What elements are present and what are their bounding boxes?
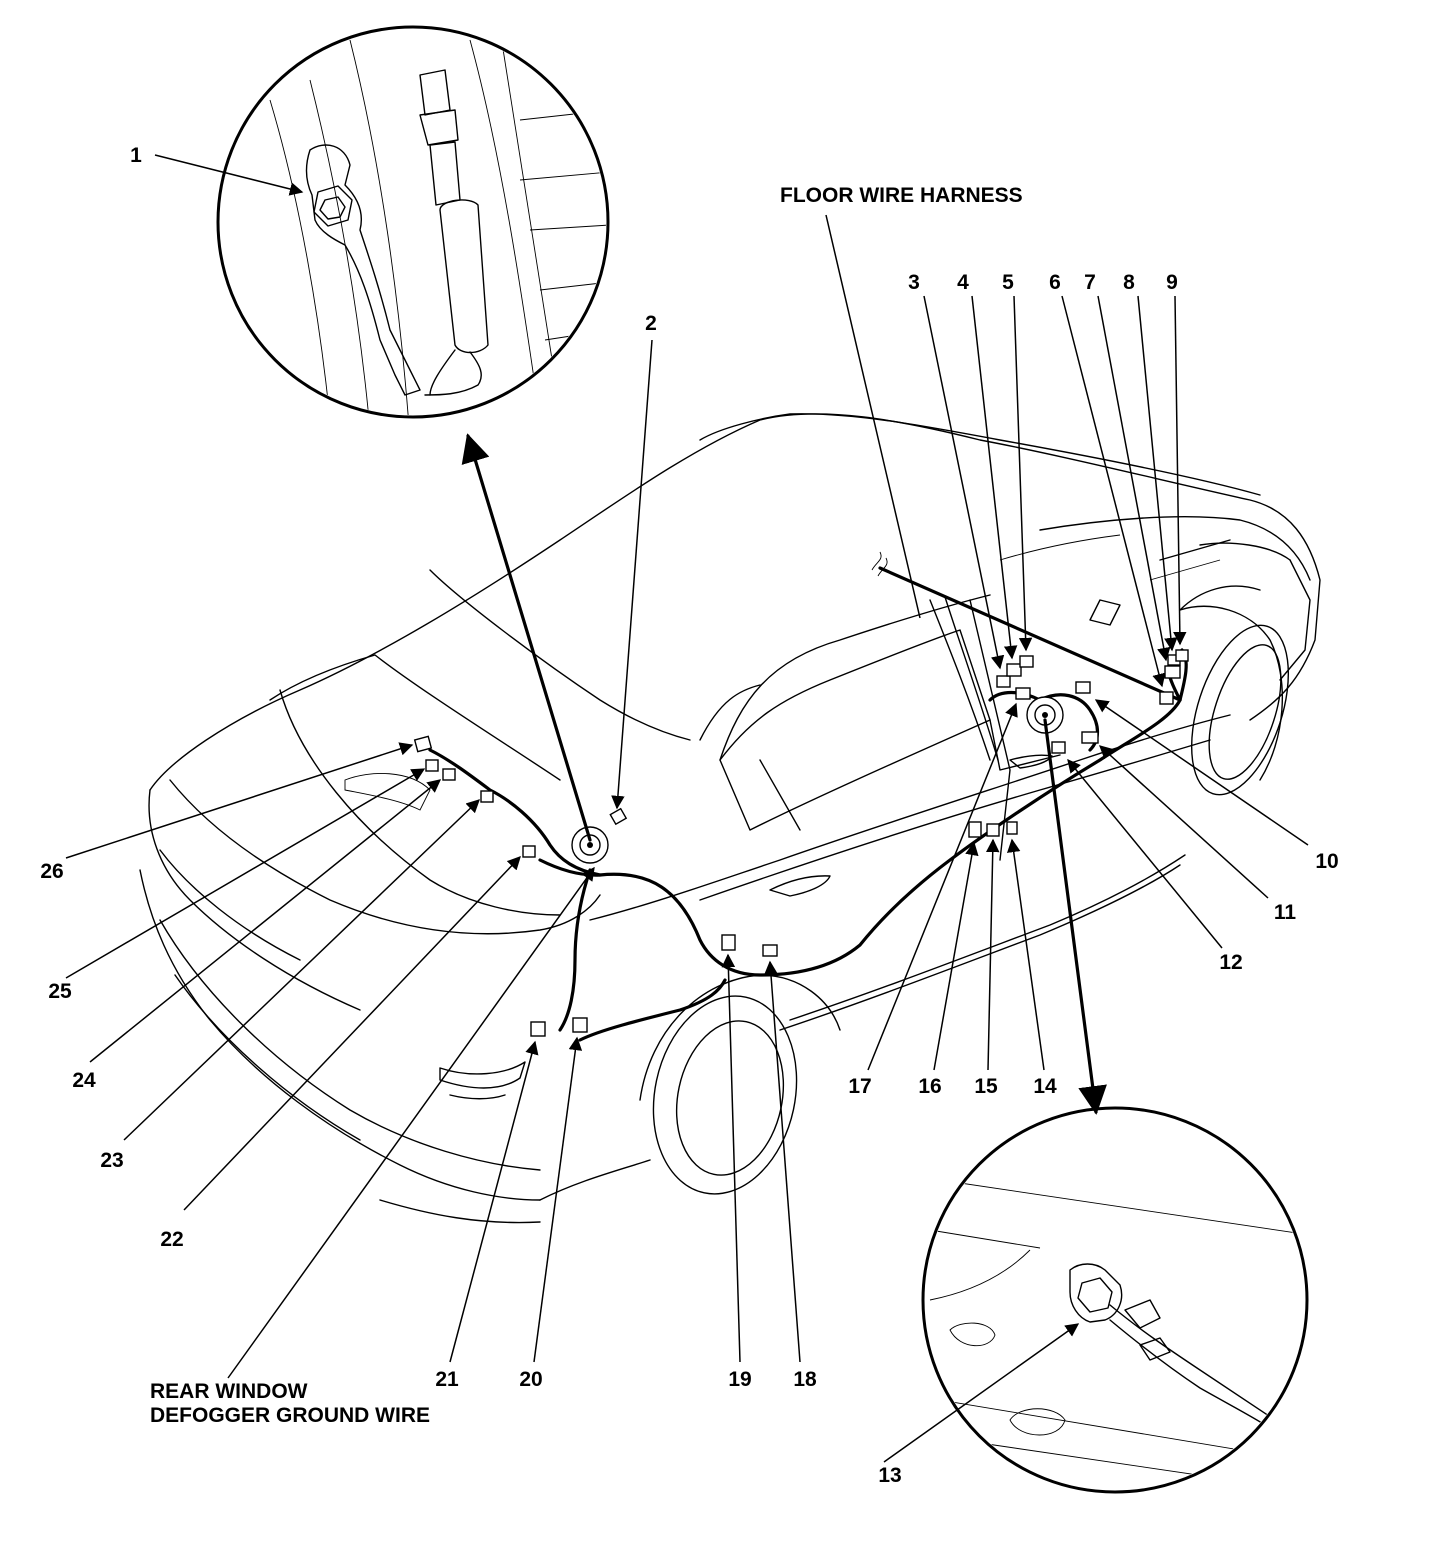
callout-12: 12 <box>1219 951 1242 974</box>
connector <box>1051 741 1066 754</box>
callout-6: 6 <box>1049 271 1061 294</box>
connector <box>762 944 778 957</box>
callout-25: 25 <box>48 980 72 1003</box>
connector <box>1006 821 1018 835</box>
caption-rear-defogger-line2: DEFOGGER GROUND WIRE <box>150 1404 430 1427</box>
detail-view-ground-bolt-lower <box>921 1106 1309 1494</box>
connector <box>480 790 494 803</box>
connector <box>1019 655 1034 668</box>
callout-11: 11 <box>1274 901 1297 924</box>
caption-floor-wire-harness: FLOOR WIRE HARNESS <box>780 184 1023 207</box>
connector <box>1006 663 1022 677</box>
connector <box>522 845 536 858</box>
connector <box>996 675 1011 688</box>
connector <box>721 934 736 951</box>
callout-4: 4 <box>957 271 969 294</box>
callout-23: 23 <box>100 1149 123 1172</box>
callout-7: 7 <box>1084 271 1096 294</box>
connector <box>986 823 1000 837</box>
captions: FLOOR WIRE HARNESS REAR WINDOW DEFOGGER … <box>150 184 1023 1427</box>
connector <box>609 807 628 826</box>
callout-17: 17 <box>848 1075 871 1098</box>
callout-8: 8 <box>1123 271 1135 294</box>
callout-3: 3 <box>908 271 920 294</box>
ground-point-rear <box>571 826 609 864</box>
callout-2: 2 <box>645 312 657 335</box>
detail-view-ground-bolt-upper <box>216 25 610 419</box>
callout-10: 10 <box>1315 850 1338 873</box>
connector <box>530 1021 546 1037</box>
connectors <box>413 649 1189 1037</box>
callout-16: 16 <box>918 1075 941 1098</box>
connector <box>1159 691 1174 705</box>
connector <box>968 821 982 838</box>
connector <box>413 735 433 753</box>
callout-20: 20 <box>519 1368 542 1391</box>
connector <box>425 759 439 772</box>
callout-13: 13 <box>878 1464 901 1487</box>
callout-24: 24 <box>72 1069 96 1092</box>
car-body <box>139 413 1321 1224</box>
callout-5: 5 <box>1002 271 1014 294</box>
ground-point-front <box>1026 696 1064 734</box>
connector <box>1075 681 1091 694</box>
leader-lines <box>65 154 1309 1463</box>
callout-26: 26 <box>40 860 63 883</box>
callout-21: 21 <box>435 1368 459 1391</box>
connector <box>572 1017 588 1033</box>
connector <box>1164 665 1181 679</box>
callout-15: 15 <box>974 1075 998 1098</box>
callout-numbers: 1 2 3 4 5 6 7 8 9 10 11 12 13 14 15 16 1… <box>40 144 1338 1487</box>
callout-22: 22 <box>160 1228 183 1251</box>
connector <box>1081 731 1099 744</box>
callout-9: 9 <box>1166 271 1178 294</box>
callout-18: 18 <box>793 1368 817 1391</box>
connector <box>1175 649 1189 662</box>
callout-14: 14 <box>1033 1075 1057 1098</box>
callout-19: 19 <box>728 1368 751 1391</box>
callout-1: 1 <box>130 144 142 167</box>
caption-rear-defogger-line1: REAR WINDOW <box>150 1380 308 1403</box>
floor-wire-harness <box>428 551 1188 1042</box>
connector <box>442 768 456 781</box>
connector <box>1015 687 1031 700</box>
